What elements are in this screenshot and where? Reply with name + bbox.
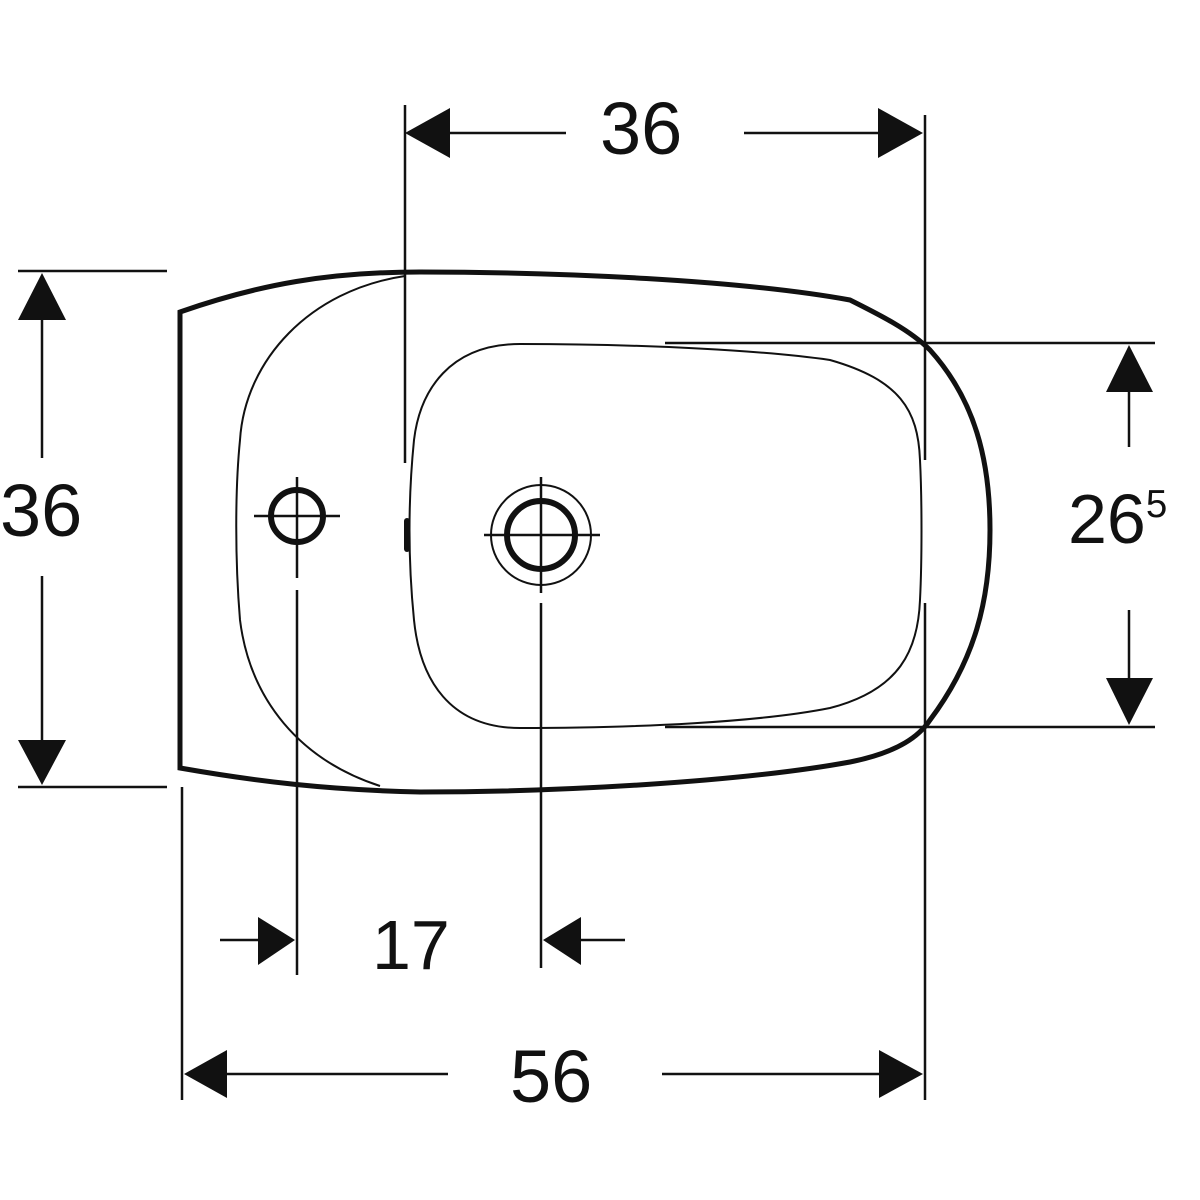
arrow-right-icon (258, 917, 295, 965)
arrow-left-icon (405, 108, 450, 158)
arrow-left-icon (184, 1050, 227, 1098)
dimension-right-main: 26 (1068, 480, 1146, 558)
arrow-right-icon (879, 1050, 923, 1098)
dimension-top-width: 36 (600, 87, 683, 170)
rim-inner-outline (235, 275, 406, 787)
arrow-right-icon (878, 108, 923, 158)
overflow-slot (404, 518, 410, 552)
arrow-down-icon (1106, 678, 1153, 725)
bowl-outline (408, 342, 923, 730)
arrow-up-icon (18, 273, 66, 320)
dimension-right-sup: 5 (1145, 482, 1168, 526)
dimension-right-bowl-height: 265 (1068, 484, 1167, 554)
dimension-left-height: 36 (0, 469, 83, 552)
arrow-left-icon (543, 917, 581, 965)
dimension-hole-spacing: 17 (372, 906, 450, 984)
bidet-outer-outline (177, 269, 993, 795)
dimension-overall-length: 56 (510, 1035, 593, 1118)
arrow-down-icon (18, 740, 66, 785)
arrow-up-icon (1106, 345, 1153, 392)
